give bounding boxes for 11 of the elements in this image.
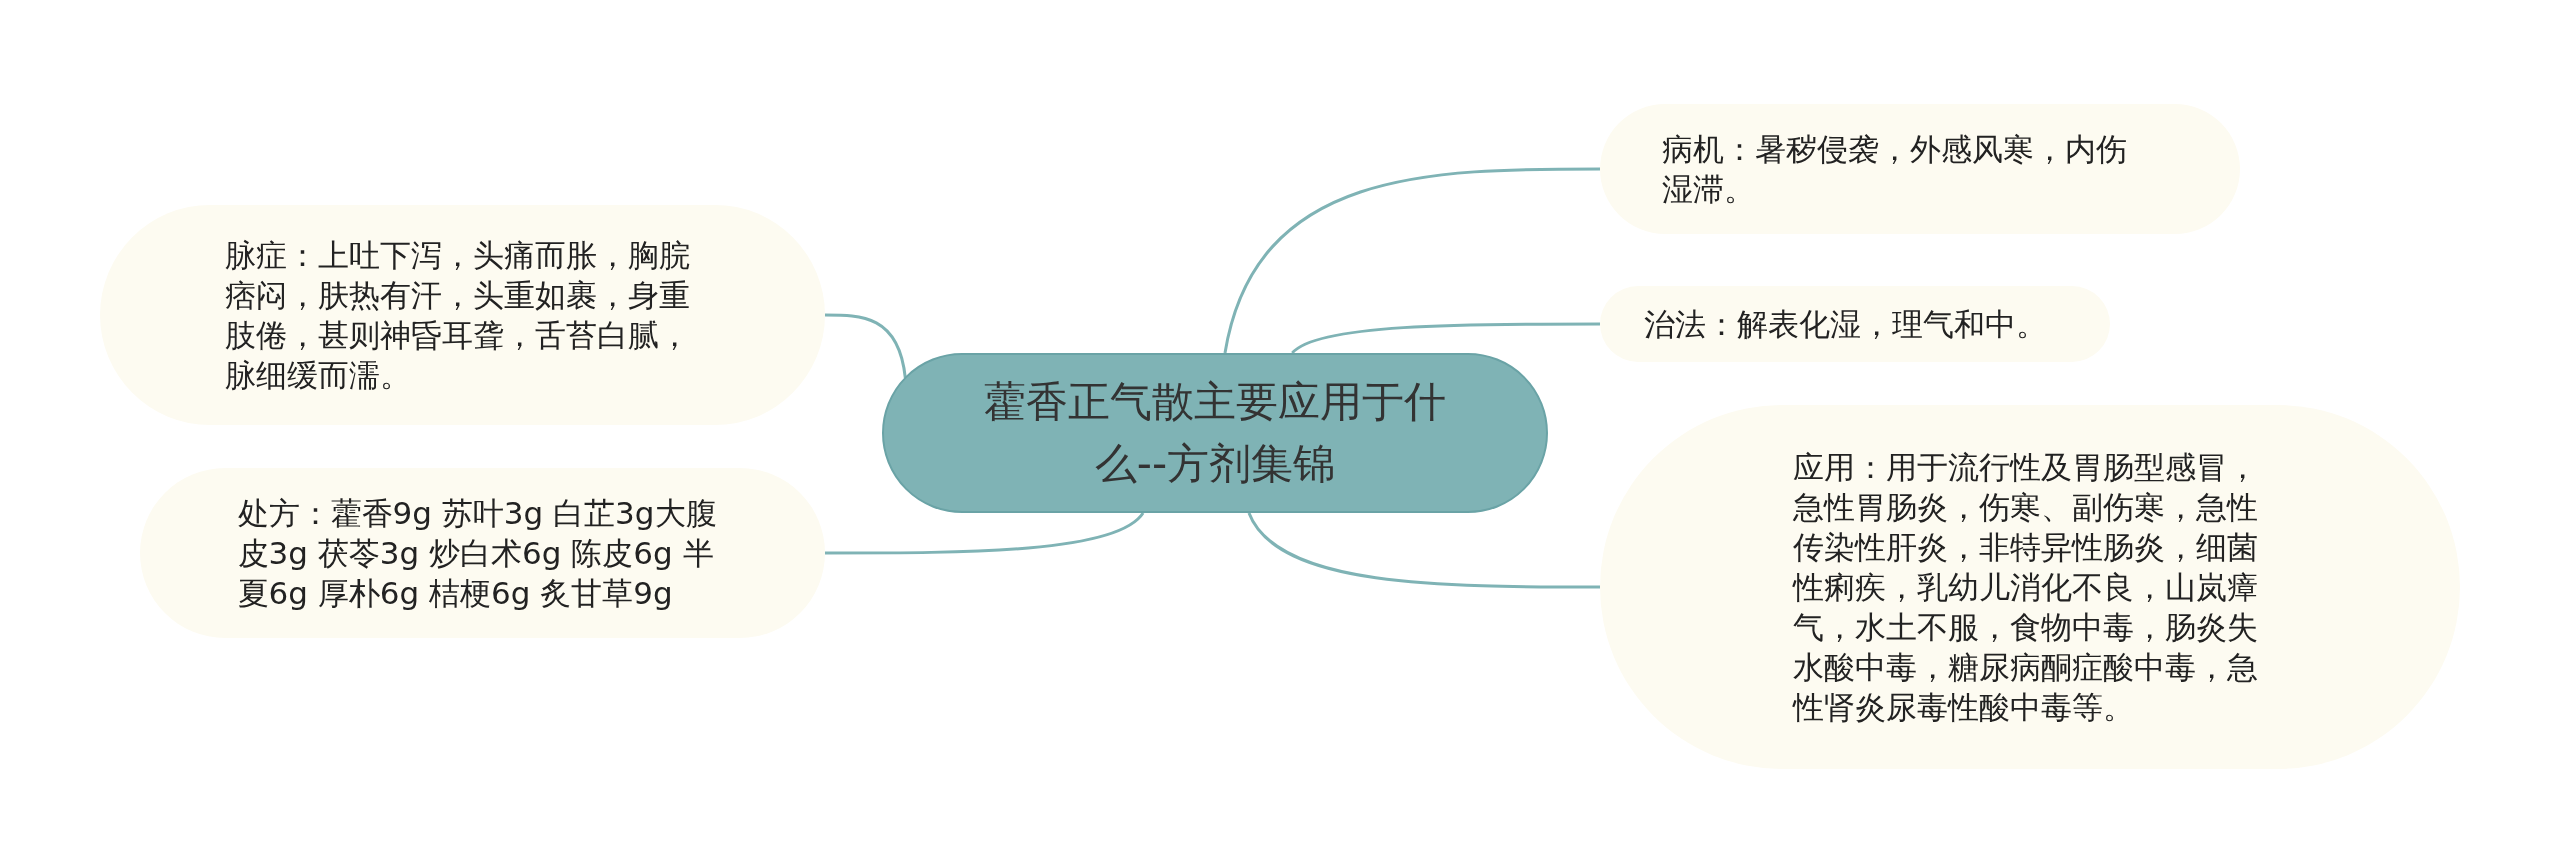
topic-text: 处方：藿香9g 苏叶3g 白芷3g大腹皮3g 茯苓3g 炒白术6g 陈皮6g 半夏6g 厚朴6g 桔梗6g 炙甘草9g (237, 494, 718, 613)
topic-text: 脉症：上吐下泻，头痛而胀，胸脘痞闷，肤热有汗，头重如裹，身重肢倦，甚则神昏耳聋，舌苔白腻，脉细缓而濡。 (225, 236, 692, 395)
connector-line (1223, 167, 1600, 354)
connector-line (1247, 512, 1600, 589)
topic-text: 治法：解表化湿，理气和中。 (1644, 305, 2047, 344)
topic-text: 病机：暑秽侵袭，外感风寒，内伤湿滞。 (1662, 130, 2128, 209)
topic-text: 应用：用于流行性及胃肠型感冒，急性胃肠炎，伤寒、副伤寒，急性传染性肝炎，非特异性肠炎，细菌性痢疾，乳幼儿消化不良，山岚瘴气，水土不服，食物中毒，肠炎失水酸中毒，糖尿病酮症酸中毒，急性肾炎尿毒性酸中毒等。 (1792, 448, 2259, 727)
connector-line (1291, 322, 1600, 355)
connector-line (825, 313, 907, 379)
central-topic-text: 藿香正气散主要应用于什么--方剂集锦 (983, 376, 1447, 490)
connector-line (825, 511, 1145, 555)
